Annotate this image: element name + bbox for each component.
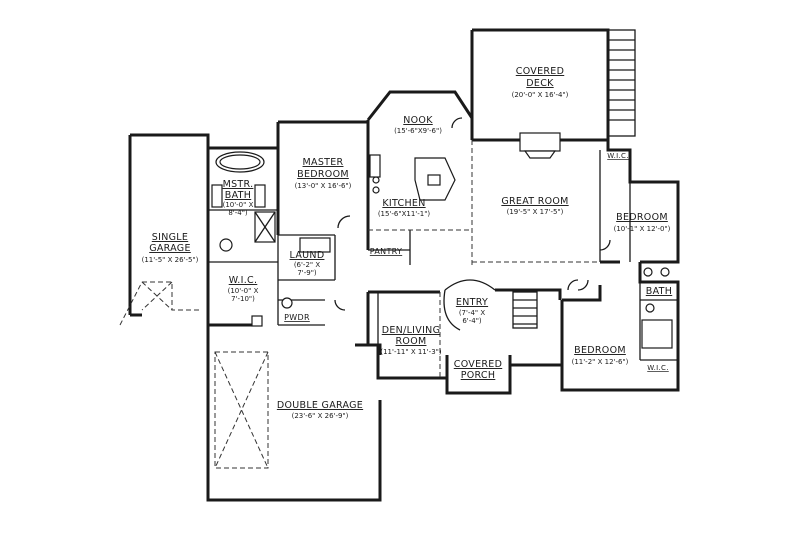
mstr-bath-label: MSTR. [223,179,254,190]
garage-entry-door [334,299,346,311]
pwdr-sink [281,297,293,309]
wic-lower-label: W.I.C. [647,364,669,372]
toilet [219,238,233,252]
bath-sink-2 [660,267,670,277]
wic-master-label: W.I.C. [229,275,258,286]
wic-right-label: W.I.C. [607,152,629,160]
washer-dryer [299,237,331,253]
bath-label: BATH [646,286,672,297]
deck-stairs [607,29,636,137]
fixtures [211,132,673,349]
covered-porch-label: COVERED [454,359,502,370]
mstr-bath-label-2: BATH [225,190,251,201]
nook-door [451,117,463,129]
single-garage-label: SINGLE [152,232,188,243]
double-garage-label: DOUBLE GARAGE [277,400,363,411]
master-bedroom-label-2: BEDROOM [297,169,349,180]
great-room-label: GREAT ROOM [501,196,568,207]
bedroom-lower-dim: (11'-2" X 12'-6") [572,358,629,366]
covered-porch-label-2: PORCH [461,370,496,381]
range [369,154,381,178]
exterior-walls [119,28,680,502]
pantry-label: PANTRY [370,247,402,256]
mstr-bath-dim: (10'-0" X [223,201,254,209]
covered-deck-dim: (20'-0" X 16'-4") [512,91,569,99]
covered-deck-label-2: DECK [526,78,554,89]
kitchen-label: KITCHEN [382,198,425,209]
water-heater [251,315,263,327]
great-room-dim: (19'-5" X 17'-5") [507,208,564,216]
den-living-label-2: ROOM [396,336,427,347]
mstr-bath-dim-2: 8'-4") [228,209,248,217]
nook-label: NOOK [403,115,433,126]
den-living-dim: (11'-11" X 11'-3") [380,348,441,356]
nook-dim: (15'-6"X9'-6") [394,127,442,135]
entry-label: ENTRY [456,297,488,308]
master-bedroom-label: MASTER [303,157,344,168]
wic-master-dim: (10'-0" X [228,287,259,295]
entry-dim-2: 6'-4") [462,317,482,325]
entry-arch [444,279,496,291]
laund-label: LAUND [290,250,325,261]
doors [334,117,611,311]
wic-master-dim-2: 7'-10") [231,295,255,303]
master-bedroom-dim: (13'-0" X 16'-6") [295,182,352,190]
pwdr-label: PWDR [284,313,310,322]
bath-sink-1 [643,267,653,277]
bedroom-right-dim: (10'-1" X 12'-0") [614,225,671,233]
single-garage-label-2: GARAGE [149,243,191,254]
double-garage-dim: (23'-6" X 26'-9") [292,412,349,420]
den-living-label: DEN/LIVING [382,325,441,336]
single-garage-dim: (11'-5" X 26'-5") [142,256,199,264]
bath-tub [641,319,673,349]
kitchen-dim: (15'-6"X11'-1") [378,210,431,218]
pantry-door [337,215,351,229]
interior-walls [206,120,678,378]
laund-dim-2: 7'-9") [297,269,317,277]
fireplace [519,132,561,152]
kitchen-sink [427,174,441,186]
laund-dim: (6'-2" X [294,261,321,269]
room-labels: COVERED DECK (20'-0" X 16'-4") NOOK (15'… [142,66,672,420]
covered-deck-label: COVERED [516,66,564,77]
entry-stairs [512,291,538,329]
bedroom-lower-label: BEDROOM [574,345,626,356]
bedroom-door [567,279,579,291]
vanity-right [254,184,266,208]
entry-dim: (7'-4" X [459,309,486,317]
bedroom-right-label: BEDROOM [616,212,668,223]
vanity-left [211,184,223,208]
bedroom-right-door [599,239,611,251]
